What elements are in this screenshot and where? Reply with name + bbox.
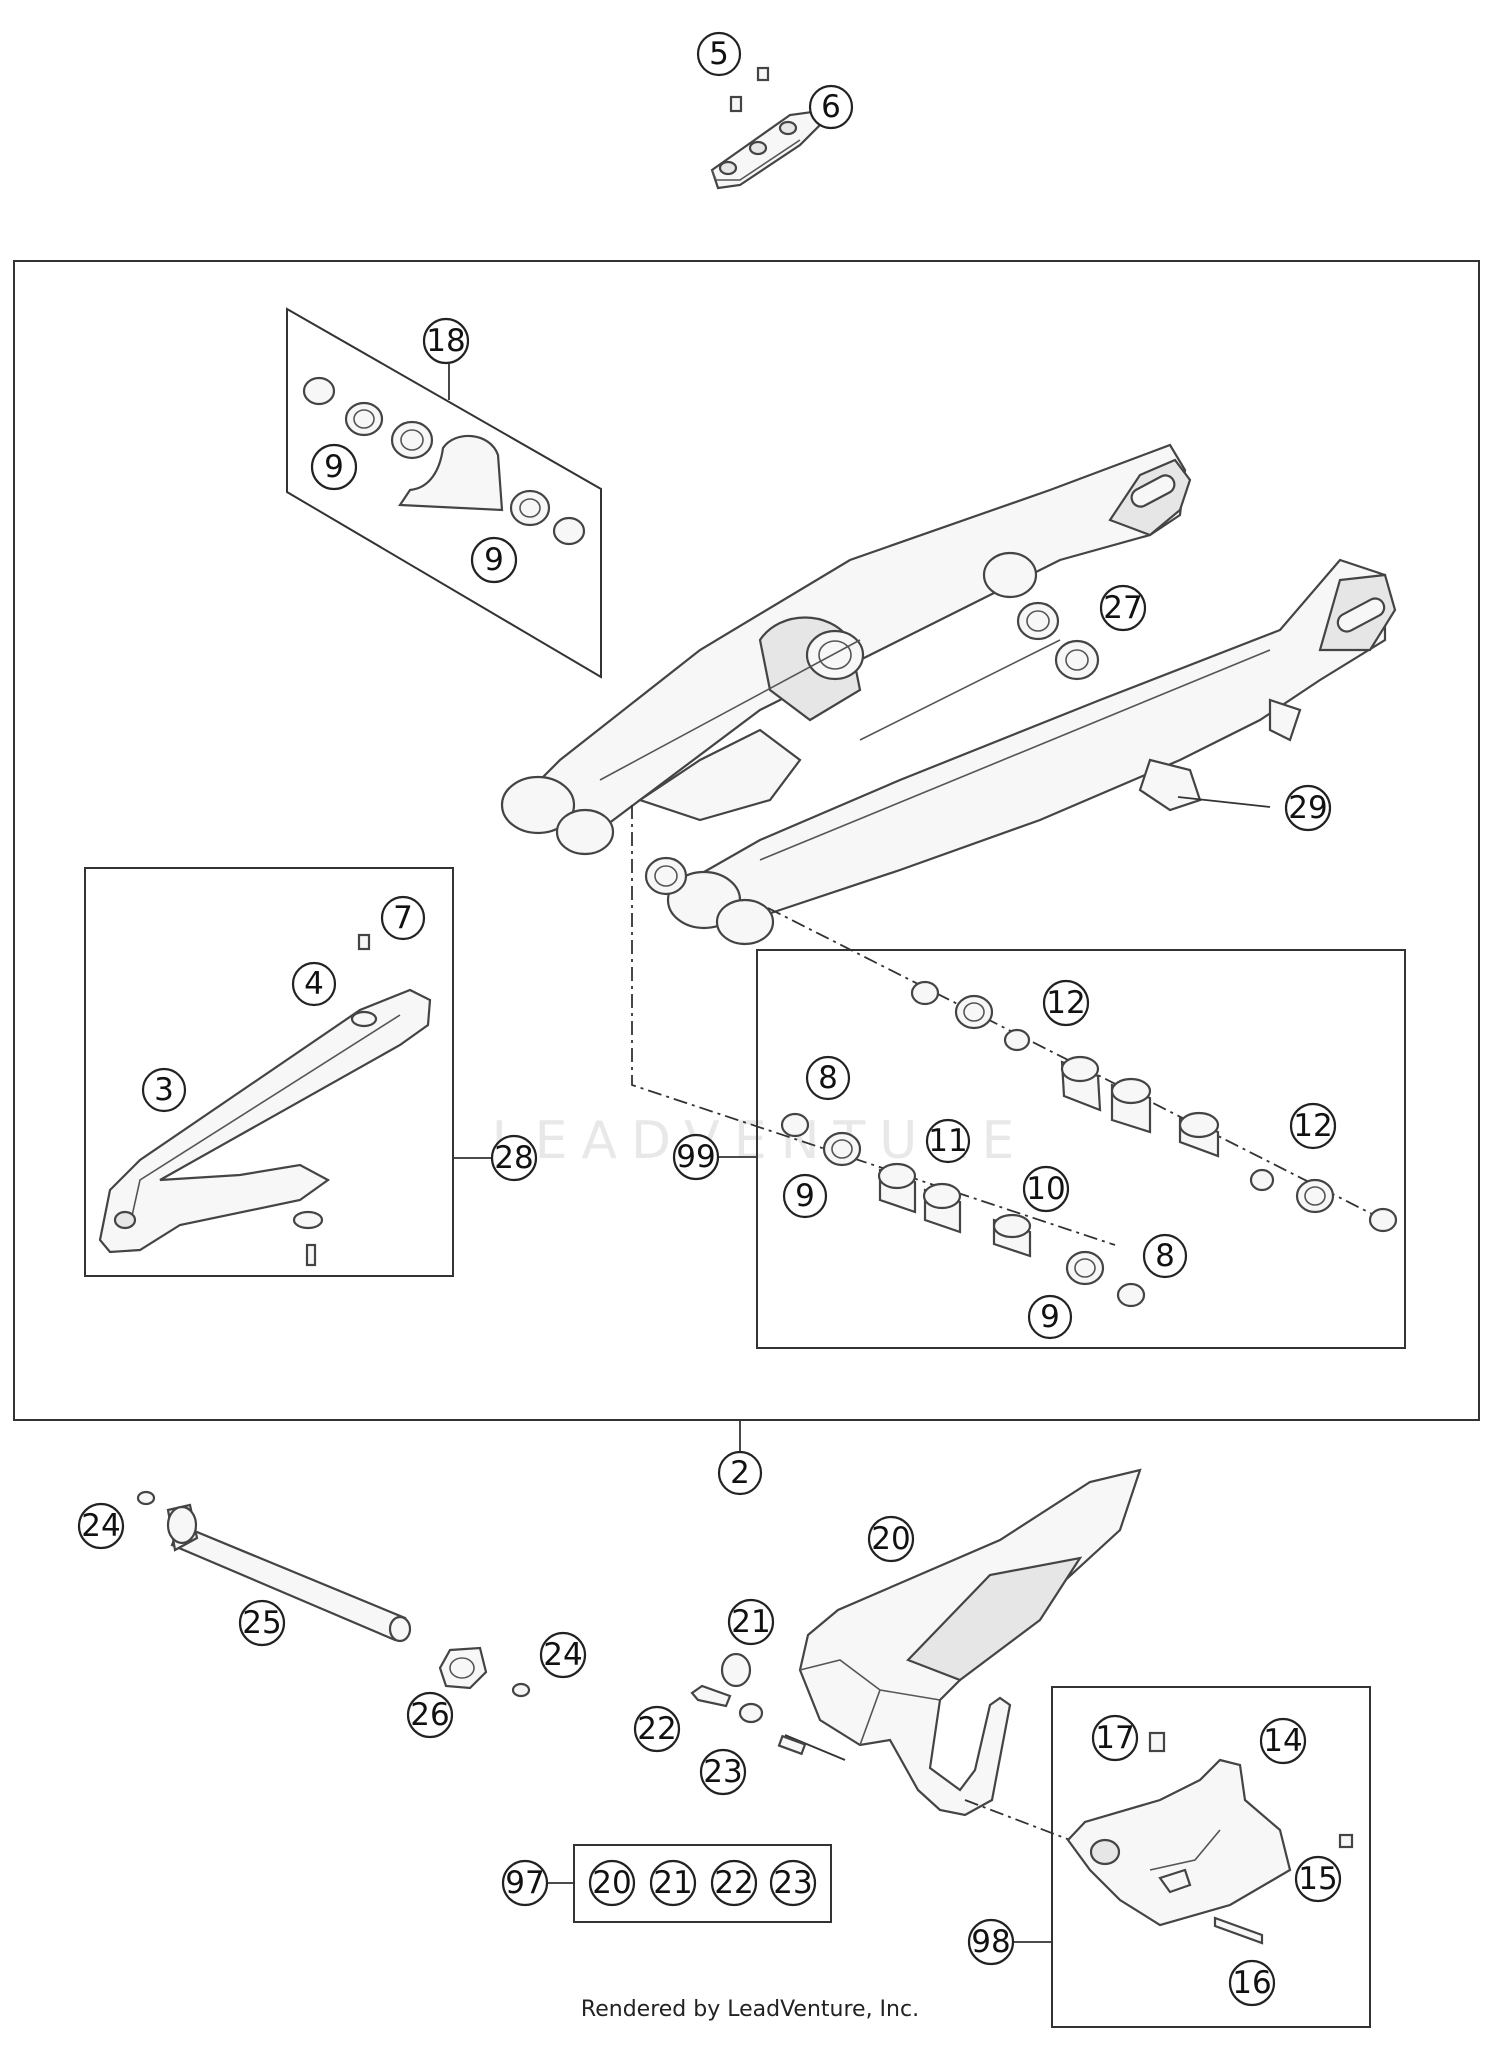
svg-text:22: 22 <box>637 1711 676 1747</box>
svg-text:8: 8 <box>818 1060 838 1096</box>
callout-8: 8 <box>805 1055 851 1101</box>
svg-text:98: 98 <box>971 1924 1010 1960</box>
svg-text:28: 28 <box>494 1140 533 1176</box>
svg-text:20: 20 <box>871 1521 910 1557</box>
callout-8: 8 <box>1142 1233 1188 1279</box>
callout-97: 97 <box>501 1859 549 1907</box>
svg-text:20: 20 <box>592 1865 631 1901</box>
svg-text:8: 8 <box>1155 1238 1175 1274</box>
callout-29: 29 <box>1284 784 1332 832</box>
kit-item-23: 23 <box>769 1859 817 1907</box>
callout-99: 99 <box>672 1133 720 1181</box>
callout-24: 24 <box>77 1502 125 1550</box>
leader-29 <box>1177 796 1271 808</box>
chain-guard-14 <box>1066 1731 1354 1945</box>
swingarm-assembly-box <box>13 260 1480 1421</box>
callout-4: 4 <box>291 961 337 1007</box>
svg-text:4: 4 <box>304 966 324 1002</box>
svg-text:24: 24 <box>543 1637 582 1673</box>
callout-12: 12 <box>1042 979 1090 1027</box>
bushings-27 <box>644 601 1100 896</box>
svg-text:16: 16 <box>1232 1965 1271 2001</box>
callout-20: 20 <box>867 1515 915 1563</box>
bearing-kit-box-18 <box>286 307 602 679</box>
callout-16: 16 <box>1228 1959 1276 2007</box>
svg-text:21: 21 <box>731 1604 770 1640</box>
callout-21: 21 <box>727 1598 775 1646</box>
callout-14: 14 <box>1259 1717 1307 1765</box>
svg-text:9: 9 <box>484 542 504 578</box>
callout-98: 98 <box>967 1918 1015 1966</box>
footer-credit: Rendered by LeadVenture, Inc. <box>580 1997 920 2022</box>
svg-text:9: 9 <box>324 449 344 485</box>
kit-item-22: 22 <box>710 1859 758 1907</box>
pivot-axle-25 <box>136 1490 531 1698</box>
callout-10: 10 <box>1022 1165 1070 1213</box>
callout-9: 9 <box>310 443 358 491</box>
chain-slider-part-6 <box>710 66 822 190</box>
svg-text:15: 15 <box>1298 1861 1337 1897</box>
callout-27: 27 <box>1099 584 1147 632</box>
svg-text:11: 11 <box>928 1123 967 1159</box>
svg-text:23: 23 <box>773 1865 812 1901</box>
svg-text:9: 9 <box>795 1178 815 1214</box>
callout-18: 18 <box>422 317 470 365</box>
kit-item-20: 20 <box>588 1859 636 1907</box>
callout-9: 9 <box>782 1173 828 1219</box>
bearing-parts <box>780 980 1398 1308</box>
callout-17: 17 <box>1091 1714 1139 1762</box>
svg-text:24: 24 <box>81 1508 120 1544</box>
svg-text:99: 99 <box>676 1139 715 1175</box>
svg-text:21: 21 <box>653 1865 692 1901</box>
callout-5: 5 <box>696 31 742 77</box>
swingarm-body <box>500 443 1397 946</box>
svg-text:22: 22 <box>714 1865 753 1901</box>
callout-25: 25 <box>238 1599 286 1647</box>
axis-line-lower <box>631 805 1116 1246</box>
callout-26: 26 <box>406 1691 454 1739</box>
svg-text:14: 14 <box>1263 1723 1302 1759</box>
svg-text:25: 25 <box>242 1605 281 1641</box>
svg-text:7: 7 <box>393 900 413 936</box>
chain-guard-box-98 <box>1051 1686 1371 2028</box>
svg-text:6: 6 <box>821 89 841 125</box>
svg-text:2: 2 <box>730 1455 750 1491</box>
callout-22: 22 <box>633 1705 681 1753</box>
svg-text:27: 27 <box>1103 590 1142 626</box>
chain-slider-part-3 <box>98 933 432 1267</box>
svg-text:5: 5 <box>709 36 729 72</box>
callout-2: 2 <box>717 1450 763 1496</box>
svg-text:97: 97 <box>505 1865 544 1901</box>
callout-9: 9 <box>470 536 518 584</box>
callout-12: 12 <box>1289 1102 1337 1150</box>
svg-text:10: 10 <box>1026 1171 1065 1207</box>
callout-11: 11 <box>925 1118 971 1164</box>
callout-28: 28 <box>490 1134 538 1182</box>
callout-6: 6 <box>808 84 854 130</box>
callout-24: 24 <box>539 1631 587 1679</box>
chain-slider-box-28 <box>84 867 454 1277</box>
bearing-kit-parts <box>302 376 586 546</box>
callout-7: 7 <box>380 895 426 941</box>
callout-9: 9 <box>1027 1294 1073 1340</box>
svg-text:23: 23 <box>703 1754 742 1790</box>
svg-text:29: 29 <box>1288 790 1327 826</box>
svg-text:18: 18 <box>426 323 465 359</box>
kit-item-21: 21 <box>649 1859 697 1907</box>
svg-text:17: 17 <box>1095 1720 1134 1756</box>
callout-15: 15 <box>1294 1855 1342 1903</box>
bearing-parts-box-99 <box>756 949 1406 1349</box>
axis-line-guard <box>964 1799 1071 1841</box>
svg-text:26: 26 <box>410 1697 449 1733</box>
svg-text:12: 12 <box>1046 985 1085 1021</box>
callout-23: 23 <box>699 1748 747 1796</box>
svg-text:3: 3 <box>154 1072 174 1108</box>
callout-3: 3 <box>141 1067 187 1113</box>
chain-guide-20 <box>690 1468 1142 1817</box>
svg-text:9: 9 <box>1040 1299 1060 1335</box>
svg-text:12: 12 <box>1293 1108 1332 1144</box>
